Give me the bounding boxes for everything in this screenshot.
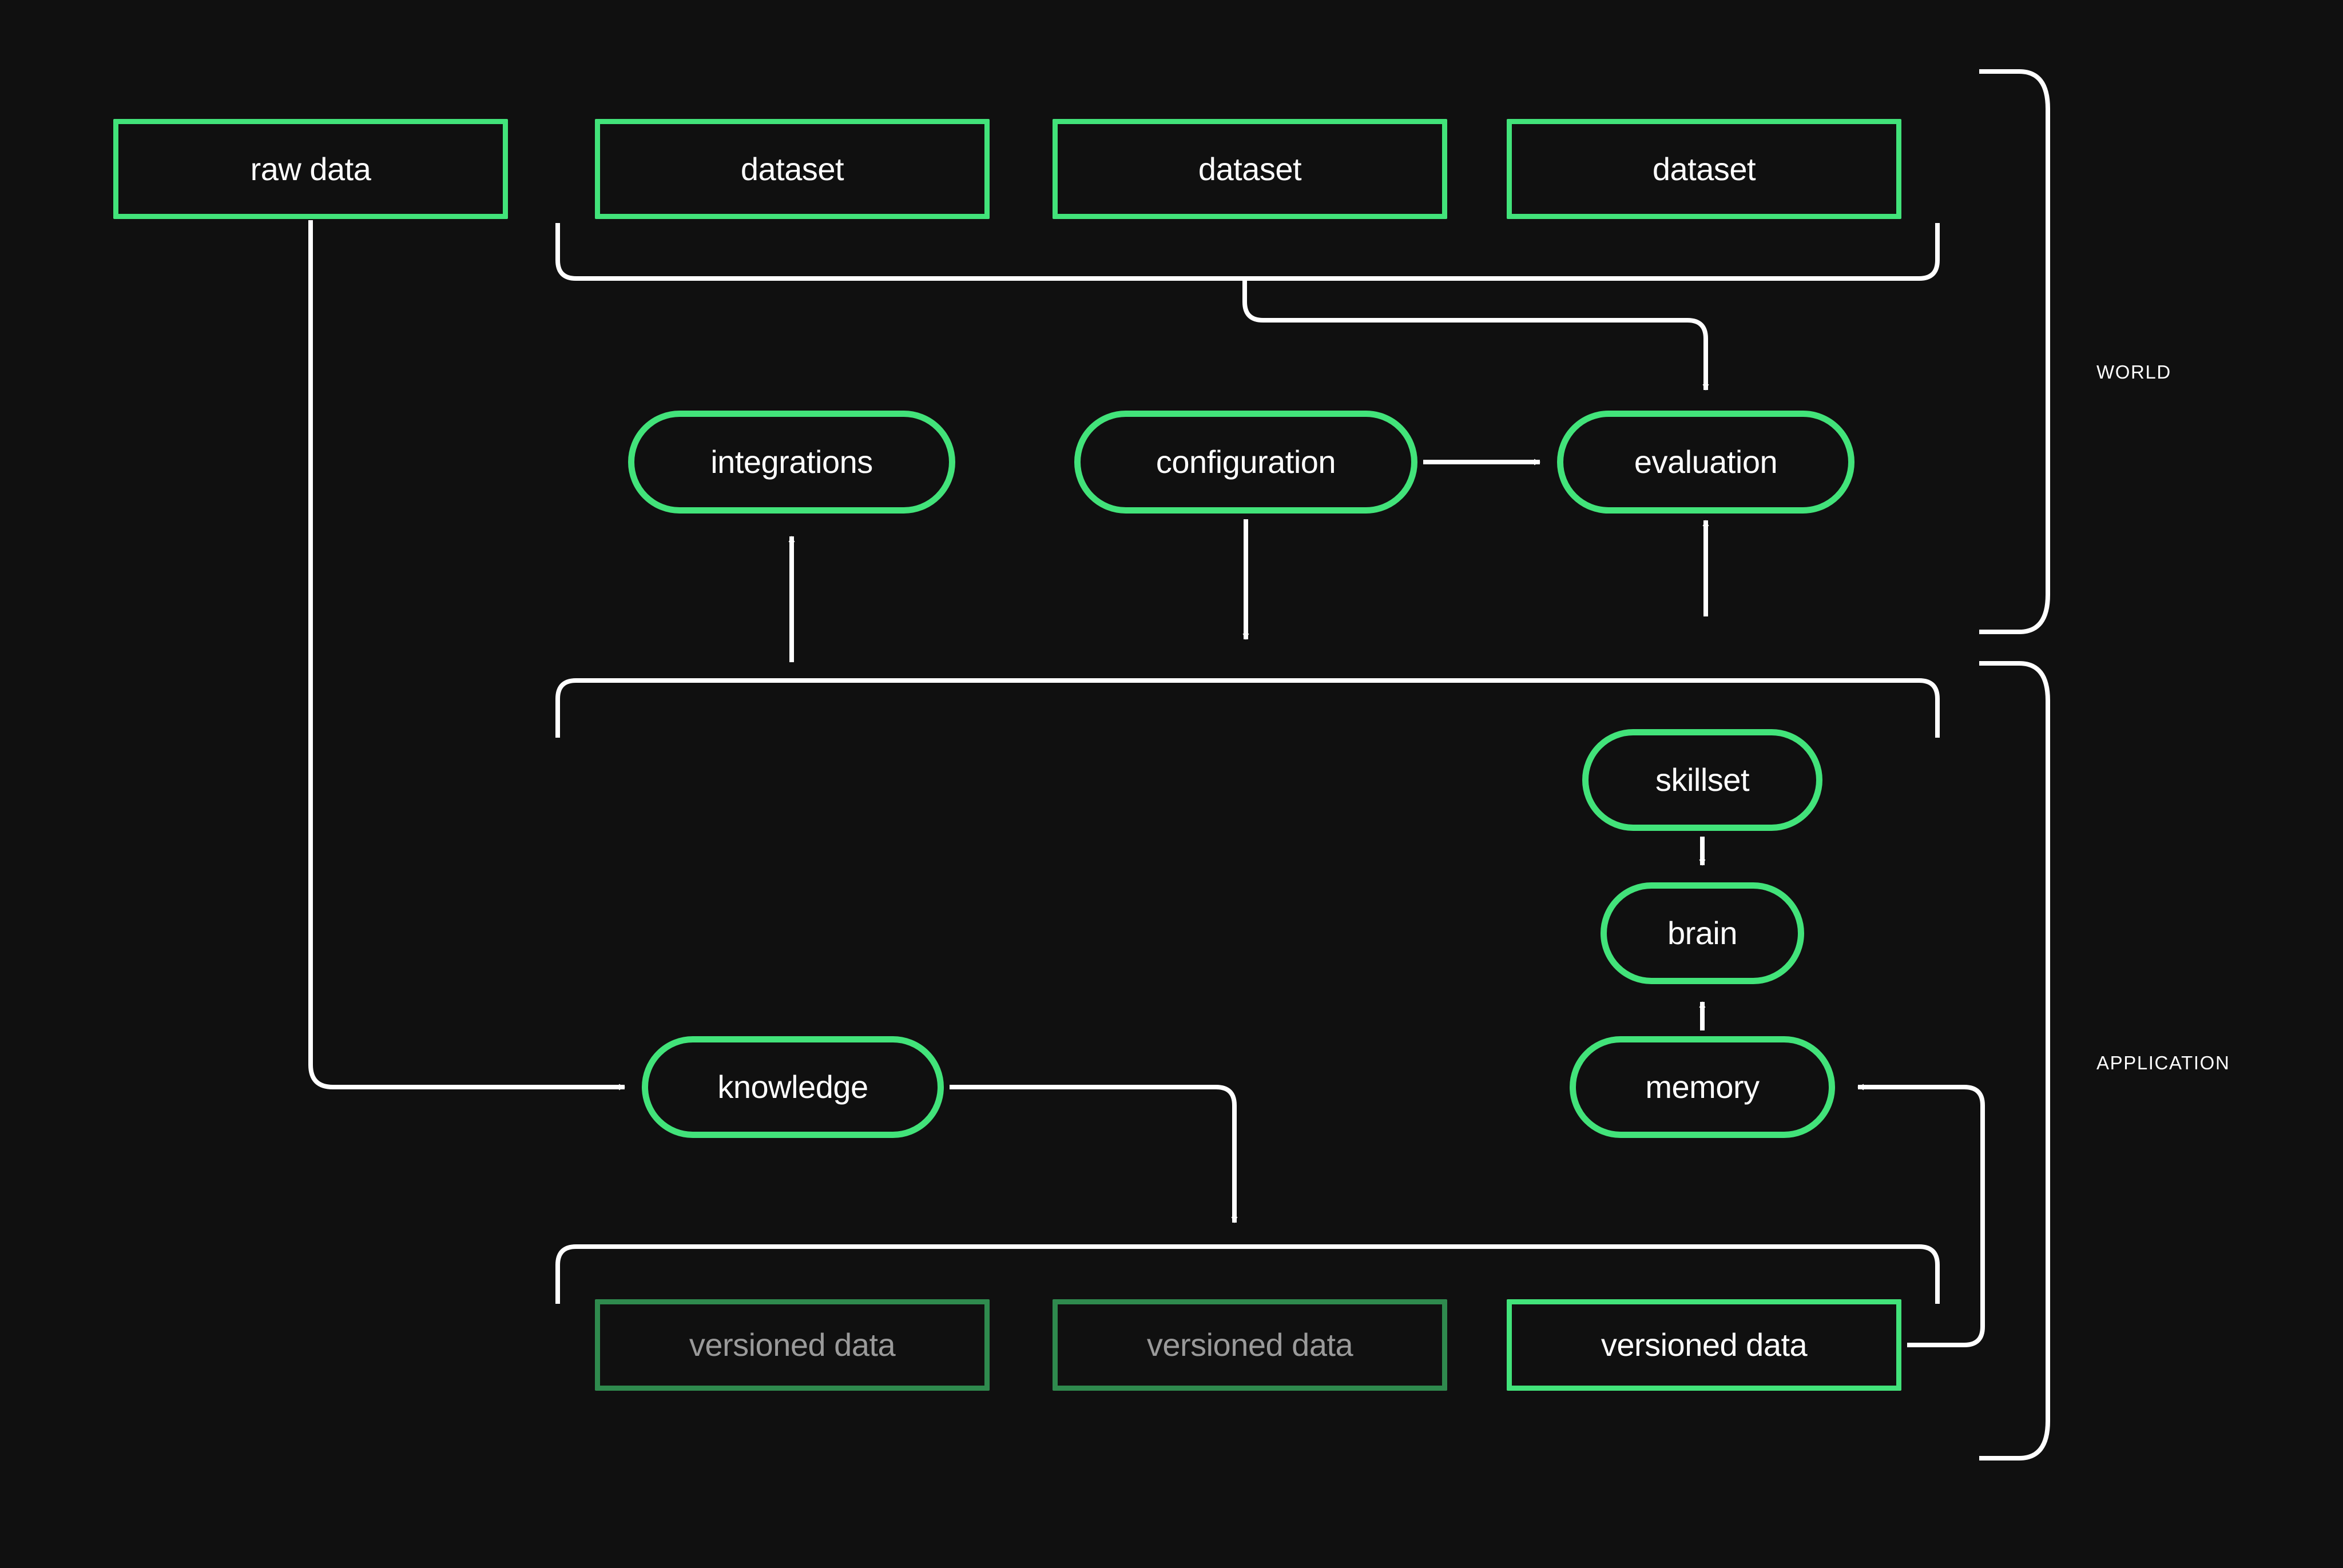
edge-knowledge-to-versioned [950, 1085, 1238, 1224]
node-label: memory [1645, 1069, 1760, 1105]
edge-raw-data-to-knowledge [308, 220, 626, 1091]
node-label: integrations [710, 444, 873, 480]
node-brain[interactable]: brain [1601, 882, 1804, 984]
node-dataset-2[interactable]: dataset [1053, 119, 1447, 219]
node-label: raw data [250, 150, 371, 187]
node-label: dataset [1652, 150, 1756, 187]
node-label: knowledge [717, 1069, 868, 1105]
node-label: versioned data [689, 1327, 896, 1363]
node-raw-data[interactable]: raw data [113, 119, 508, 219]
node-memory[interactable]: memory [1570, 1036, 1835, 1138]
node-integrations[interactable]: integrations [628, 411, 955, 514]
node-label: versioned data [1146, 1327, 1353, 1363]
group-label-world: WORLD [2096, 361, 2171, 383]
node-skillset[interactable]: skillset [1582, 729, 1822, 831]
bracket-world [1979, 69, 2050, 634]
group-label-application: APPLICATION [2096, 1052, 2230, 1073]
node-label: dataset [1198, 150, 1302, 187]
node-versioned-data-3[interactable]: versioned data [1507, 1299, 1901, 1391]
node-knowledge[interactable]: knowledge [642, 1036, 944, 1138]
node-configuration[interactable]: configuration [1074, 411, 1417, 514]
edge-versioned3-to-memory [1857, 1084, 1985, 1347]
node-label: versioned data [1601, 1327, 1808, 1363]
edge-datasets-to-evaluation [1242, 280, 1709, 391]
node-label: skillset [1655, 762, 1750, 798]
node-dataset-3[interactable]: dataset [1507, 119, 1901, 219]
bracket-application-top [555, 678, 1940, 738]
node-versioned-data-2[interactable]: versioned data [1053, 1299, 1447, 1391]
bracket-application-side [1979, 661, 2050, 1460]
node-label: brain [1667, 915, 1738, 951]
bracket-datasets [555, 223, 1940, 281]
node-dataset-1[interactable]: dataset [595, 119, 990, 219]
node-label: evaluation [1634, 444, 1778, 480]
bracket-versioned [555, 1244, 1940, 1304]
node-label: configuration [1155, 444, 1336, 480]
node-evaluation[interactable]: evaluation [1557, 411, 1854, 514]
node-label: dataset [740, 150, 844, 187]
node-versioned-data-1[interactable]: versioned data [595, 1299, 990, 1391]
